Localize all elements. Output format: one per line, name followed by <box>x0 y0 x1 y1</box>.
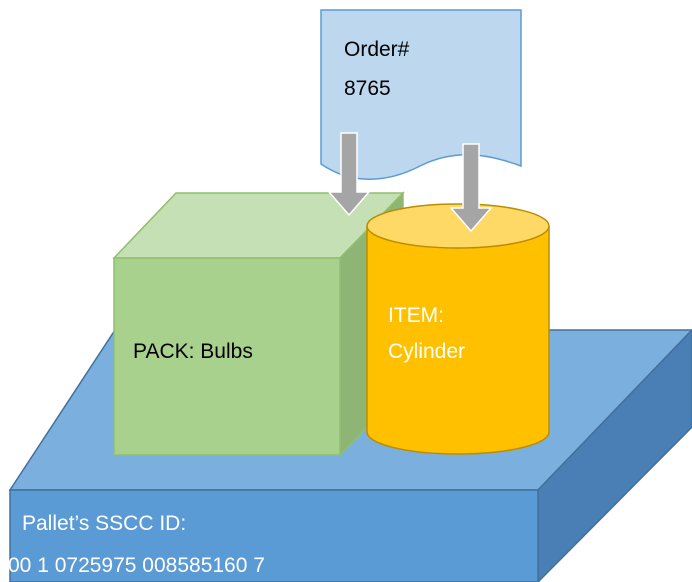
cylinder-body <box>366 226 550 455</box>
pallet-front-face <box>9 489 539 582</box>
pallet-label-line2: 00 1 0725975 008585160 7 <box>8 554 265 577</box>
order-document: Order# 8765 <box>320 9 522 180</box>
arrows <box>327 132 493 233</box>
cylinder-top <box>366 203 550 249</box>
item-label-line1: ITEM: <box>388 304 444 327</box>
arrow-down-icon <box>327 132 371 217</box>
order-label-line2: 8765 <box>344 77 391 100</box>
cube-front-face <box>113 257 341 456</box>
item-cylinder: ITEM: Cylinder <box>366 203 550 455</box>
arrow-down-icon <box>449 143 493 233</box>
order-label-line1: Order# <box>344 38 410 61</box>
pack-label: PACK: Bulbs <box>133 340 253 363</box>
pallet-label-line1: Pallet’s SSCC ID: <box>22 512 186 535</box>
item-label-line2: Cylinder <box>388 340 465 363</box>
pack-cube: PACK: Bulbs <box>112 191 405 457</box>
